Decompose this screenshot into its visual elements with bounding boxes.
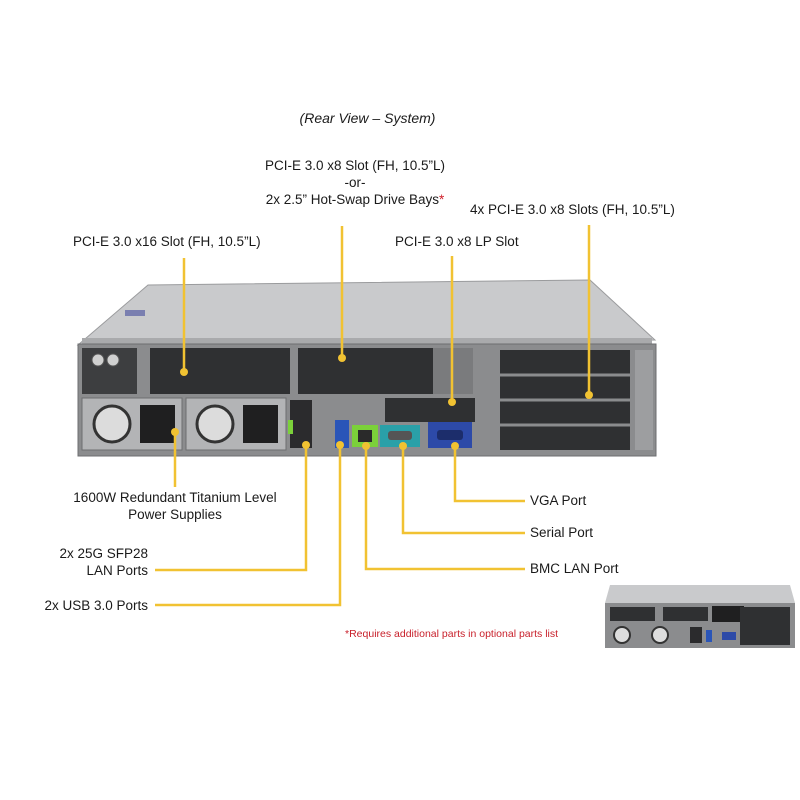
serial-connector <box>388 431 412 440</box>
thumbnail-server <box>605 585 795 648</box>
leader-dots <box>171 354 593 450</box>
psu-1-inlet <box>140 405 175 443</box>
leader-bmc <box>364 446 525 571</box>
psu-1-fan <box>92 404 132 444</box>
chassis-vent-strip <box>82 338 652 344</box>
dot-pcie-x16 <box>180 368 188 376</box>
label-pcie-x8-lp: PCI-E 3.0 x8 LP Slot <box>395 234 519 249</box>
pcie-x16-slot-bay <box>150 348 290 394</box>
label-usb: 2x USB 3.0 Ports <box>44 598 148 613</box>
label-line: 2x 2.5” Hot-Swap Drive Bays* <box>230 191 480 208</box>
bmc-lan-jack <box>358 430 372 442</box>
dot-vga <box>451 442 459 450</box>
sfp-latch <box>288 420 293 434</box>
label-sfp28: 2x 25G SFP28 LAN Ports <box>0 545 148 579</box>
label-serial: Serial Port <box>530 525 594 540</box>
label-bmc: BMC LAN Port <box>530 561 619 576</box>
leader-serial <box>401 446 525 535</box>
dot-bmc <box>362 442 370 450</box>
asterisk: * <box>439 192 445 207</box>
pcie-x8-lp-slot <box>385 398 475 422</box>
diagram-title: (Rear View – System) <box>299 110 436 126</box>
sfp28-ports <box>290 400 312 448</box>
label-line: 1600W Redundant Titanium Level <box>73 490 277 505</box>
dot-psu <box>171 428 179 436</box>
psu-2-inlet <box>243 405 278 443</box>
leader-usb <box>155 445 342 607</box>
label-pcie-x8-center: PCI-E 3.0 x8 Slot (FH, 10.5”L) -or- 2x 2… <box>230 157 480 208</box>
psu-2-fan <box>195 404 235 444</box>
label-vga: VGA Port <box>530 493 587 508</box>
pcie-x8-center-bay <box>298 348 433 394</box>
label-pcie-x16: PCI-E 3.0 x16 Slot (FH, 10.5”L) <box>73 234 261 249</box>
dot-pcie-x8-lp <box>448 398 456 406</box>
chassis-label <box>125 310 145 316</box>
thumb-screw <box>106 353 120 367</box>
thumb-screw <box>91 353 105 367</box>
leader-vga <box>453 446 525 503</box>
leader-sfp <box>155 445 308 572</box>
label-psu: 1600W Redundant Titanium Level Power Sup… <box>45 489 305 523</box>
vga-connector <box>437 430 463 440</box>
usb-ports <box>335 420 349 448</box>
label-line: LAN Ports <box>86 563 148 578</box>
dot-usb <box>336 441 344 449</box>
chassis-top <box>76 279 657 346</box>
footnote: *Requires additional parts in optional p… <box>345 628 559 640</box>
dot-pcie-4x <box>585 391 593 399</box>
label-line: PCI-E 3.0 x8 Slot (FH, 10.5”L) <box>264 158 446 173</box>
leader-lines <box>155 225 591 607</box>
label-line: 2x 25G SFP28 <box>59 546 148 561</box>
label-line: Power Supplies <box>128 507 222 522</box>
dot-pcie-x8-center <box>338 354 346 362</box>
dot-serial <box>399 442 407 450</box>
right-handle <box>635 350 653 450</box>
label-text: 2x 2.5” Hot-Swap Drive Bays <box>265 192 440 207</box>
label-line: -or- <box>344 175 366 190</box>
dot-sfp <box>302 441 310 449</box>
label-pcie-4x-x8: 4x PCI-E 3.0 x8 Slots (FH, 10.5”L) <box>470 202 675 217</box>
